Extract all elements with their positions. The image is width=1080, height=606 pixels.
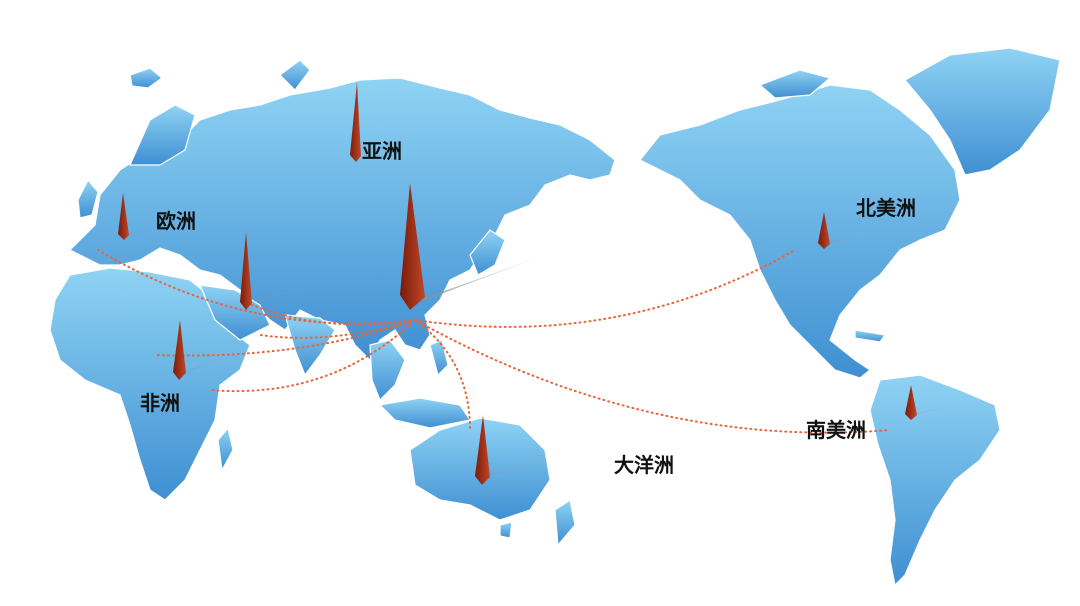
novaya-zemlya-landmass (279, 59, 311, 91)
tasmania-landmass (499, 521, 513, 539)
caribbean-landmass (854, 329, 887, 343)
asia-north-marker[interactable] (350, 82, 361, 162)
india-landmass (284, 314, 336, 377)
continent-labels: 亚洲 欧洲 非洲 北美洲 南美洲 大洋洲 (140, 139, 916, 477)
route-to-africa-north (154, 319, 416, 357)
southeast-asia-landmass (369, 339, 406, 402)
route-to-africa-south (209, 319, 416, 393)
arctic-islands-landmass (758, 69, 832, 99)
label-africa: 非洲 (140, 391, 180, 415)
europe-marker-shadow (120, 222, 210, 238)
north-america-marker[interactable] (818, 212, 830, 249)
label-europe: 欧洲 (156, 209, 196, 233)
trade-routes (97, 249, 891, 434)
oceania-marker-shadow (478, 452, 565, 478)
china-marker[interactable] (400, 183, 425, 310)
north-america-landmass (639, 84, 961, 379)
madagascar-landmass (217, 426, 234, 472)
iceland-landmass (129, 67, 163, 89)
africa-landmass (49, 267, 251, 501)
arabia-landmass (199, 284, 271, 341)
middle-east-marker[interactable] (240, 232, 252, 310)
indonesia-landmass (378, 397, 471, 429)
uk-landmass (77, 178, 99, 219)
china-marker-shadow (405, 255, 545, 305)
oceania-marker[interactable] (475, 415, 490, 485)
scandinavia-landmass (129, 104, 196, 166)
route-to-south-america (414, 319, 891, 434)
middle-east-marker-shadow (243, 280, 330, 305)
landmasses (49, 47, 1061, 587)
japan-landmass (469, 229, 506, 276)
greenland-landmass (904, 47, 1061, 176)
south-america-marker[interactable] (905, 385, 917, 420)
south-america-landmass (869, 374, 1001, 587)
label-oceania: 大洋洲 (614, 453, 674, 477)
markers (118, 82, 965, 485)
route-to-asia-west (259, 319, 416, 339)
north-america-marker-shadow (820, 228, 880, 245)
route-to-middle-east (239, 299, 416, 326)
label-asia: 亚洲 (362, 139, 402, 163)
europe-marker[interactable] (118, 193, 129, 240)
route-to-north-america (414, 249, 796, 328)
africa-marker-shadow (176, 345, 260, 375)
label-south-america: 南美洲 (806, 418, 866, 442)
south-america-marker-shadow (907, 402, 965, 416)
new-zealand-landmass (554, 499, 576, 547)
africa-marker[interactable] (173, 320, 186, 380)
label-north-america: 北美洲 (856, 196, 916, 220)
route-to-oceania (414, 319, 471, 431)
philippines-landmass (429, 339, 449, 377)
route-to-europe (97, 249, 416, 325)
